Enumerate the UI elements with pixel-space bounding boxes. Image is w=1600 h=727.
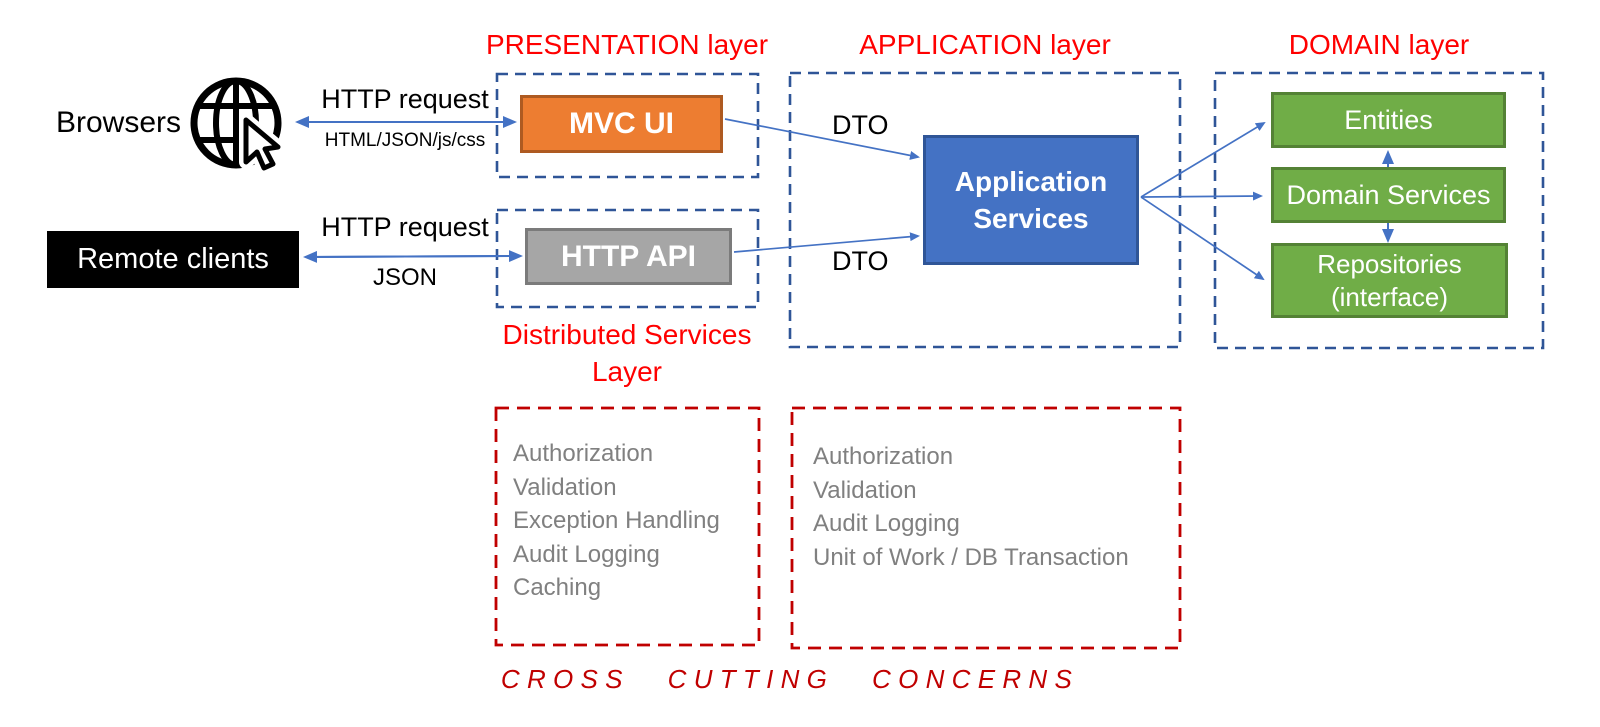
distributed-layer-title-line1: Distributed Services [502, 319, 752, 350]
domain-services-label: Domain Services [1286, 179, 1491, 210]
entities-box: Entities [1271, 92, 1506, 148]
distributed-layer-title: Distributed Services Layer [467, 316, 787, 390]
domain-services-box: Domain Services [1271, 167, 1506, 223]
remote-clients-label: Remote clients [77, 243, 269, 275]
distributed-layer-title-line2: Layer [591, 356, 663, 387]
list-item: Audit Logging [813, 510, 960, 537]
arrow-appservices-to-entities [1140, 121, 1266, 198]
list-item: Unit of Work / DB Transaction [813, 543, 1129, 571]
application-services-label-line1: Application [954, 166, 1108, 197]
mvc-ui-box: MVC UI [520, 95, 723, 153]
cursor-icon [239, 113, 285, 175]
list-item: Audit Logging [513, 540, 660, 568]
repositories-box: Repositories (interface) [1271, 243, 1508, 318]
domain-layer-title: DOMAIN layer [1288, 29, 1470, 60]
arrow-mvc-to-appservices [724, 118, 920, 160]
remote-clients-box: Remote clients [47, 231, 299, 288]
list-item: Validation [813, 476, 917, 504]
cross-cutting-list-distributed: Authorization Validation Exception Handl… [513, 437, 720, 605]
mvc-ui-label: MVC UI [569, 107, 674, 140]
browser-payload-label: HTML/JSON/js/css [324, 130, 486, 151]
list-item: Exception Handling [513, 507, 720, 534]
application-services-label-line2: Services [973, 203, 1089, 234]
dto-label-top: DTO [832, 110, 889, 140]
repositories-label-line1: Repositories [1317, 248, 1462, 279]
remote-payload-label: JSON [372, 264, 437, 291]
arrow-remote-to-api [305, 250, 523, 263]
list-item: Authorization [513, 440, 654, 467]
list-item: Caching [513, 574, 602, 601]
list-item: Authorization [813, 443, 954, 470]
dto-label-bottom: DTO [832, 246, 889, 276]
application-layer-title: APPLICATION layer [859, 29, 1111, 60]
application-services-box: Application Services [923, 135, 1139, 265]
browser-globe-icon [186, 70, 296, 182]
http-api-box: HTTP API [525, 228, 732, 285]
list-item: Validation [513, 473, 617, 501]
cross-cutting-list-application: Authorization Validation Audit Logging U… [813, 440, 1129, 574]
arrow-appservices-to-repositories [1140, 196, 1265, 281]
arrow-api-to-appservices [733, 232, 920, 253]
presentation-layer-title: PRESENTATION layer [485, 29, 769, 60]
browsers-label: Browsers [56, 106, 182, 139]
cross-cutting-footer: CROSS CUTTING CONCERNS [500, 664, 1080, 694]
arrow-api-to-remote [303, 250, 521, 263]
entities-label: Entities [1344, 104, 1433, 135]
arrow-appservices-to-domainservices [1140, 191, 1263, 201]
remote-request-label: HTTP request [321, 212, 489, 242]
http-api-label: HTTP API [560, 239, 696, 273]
repositories-label-line2: (interface) [1330, 281, 1449, 312]
browser-request-label: HTTP request [321, 84, 489, 114]
